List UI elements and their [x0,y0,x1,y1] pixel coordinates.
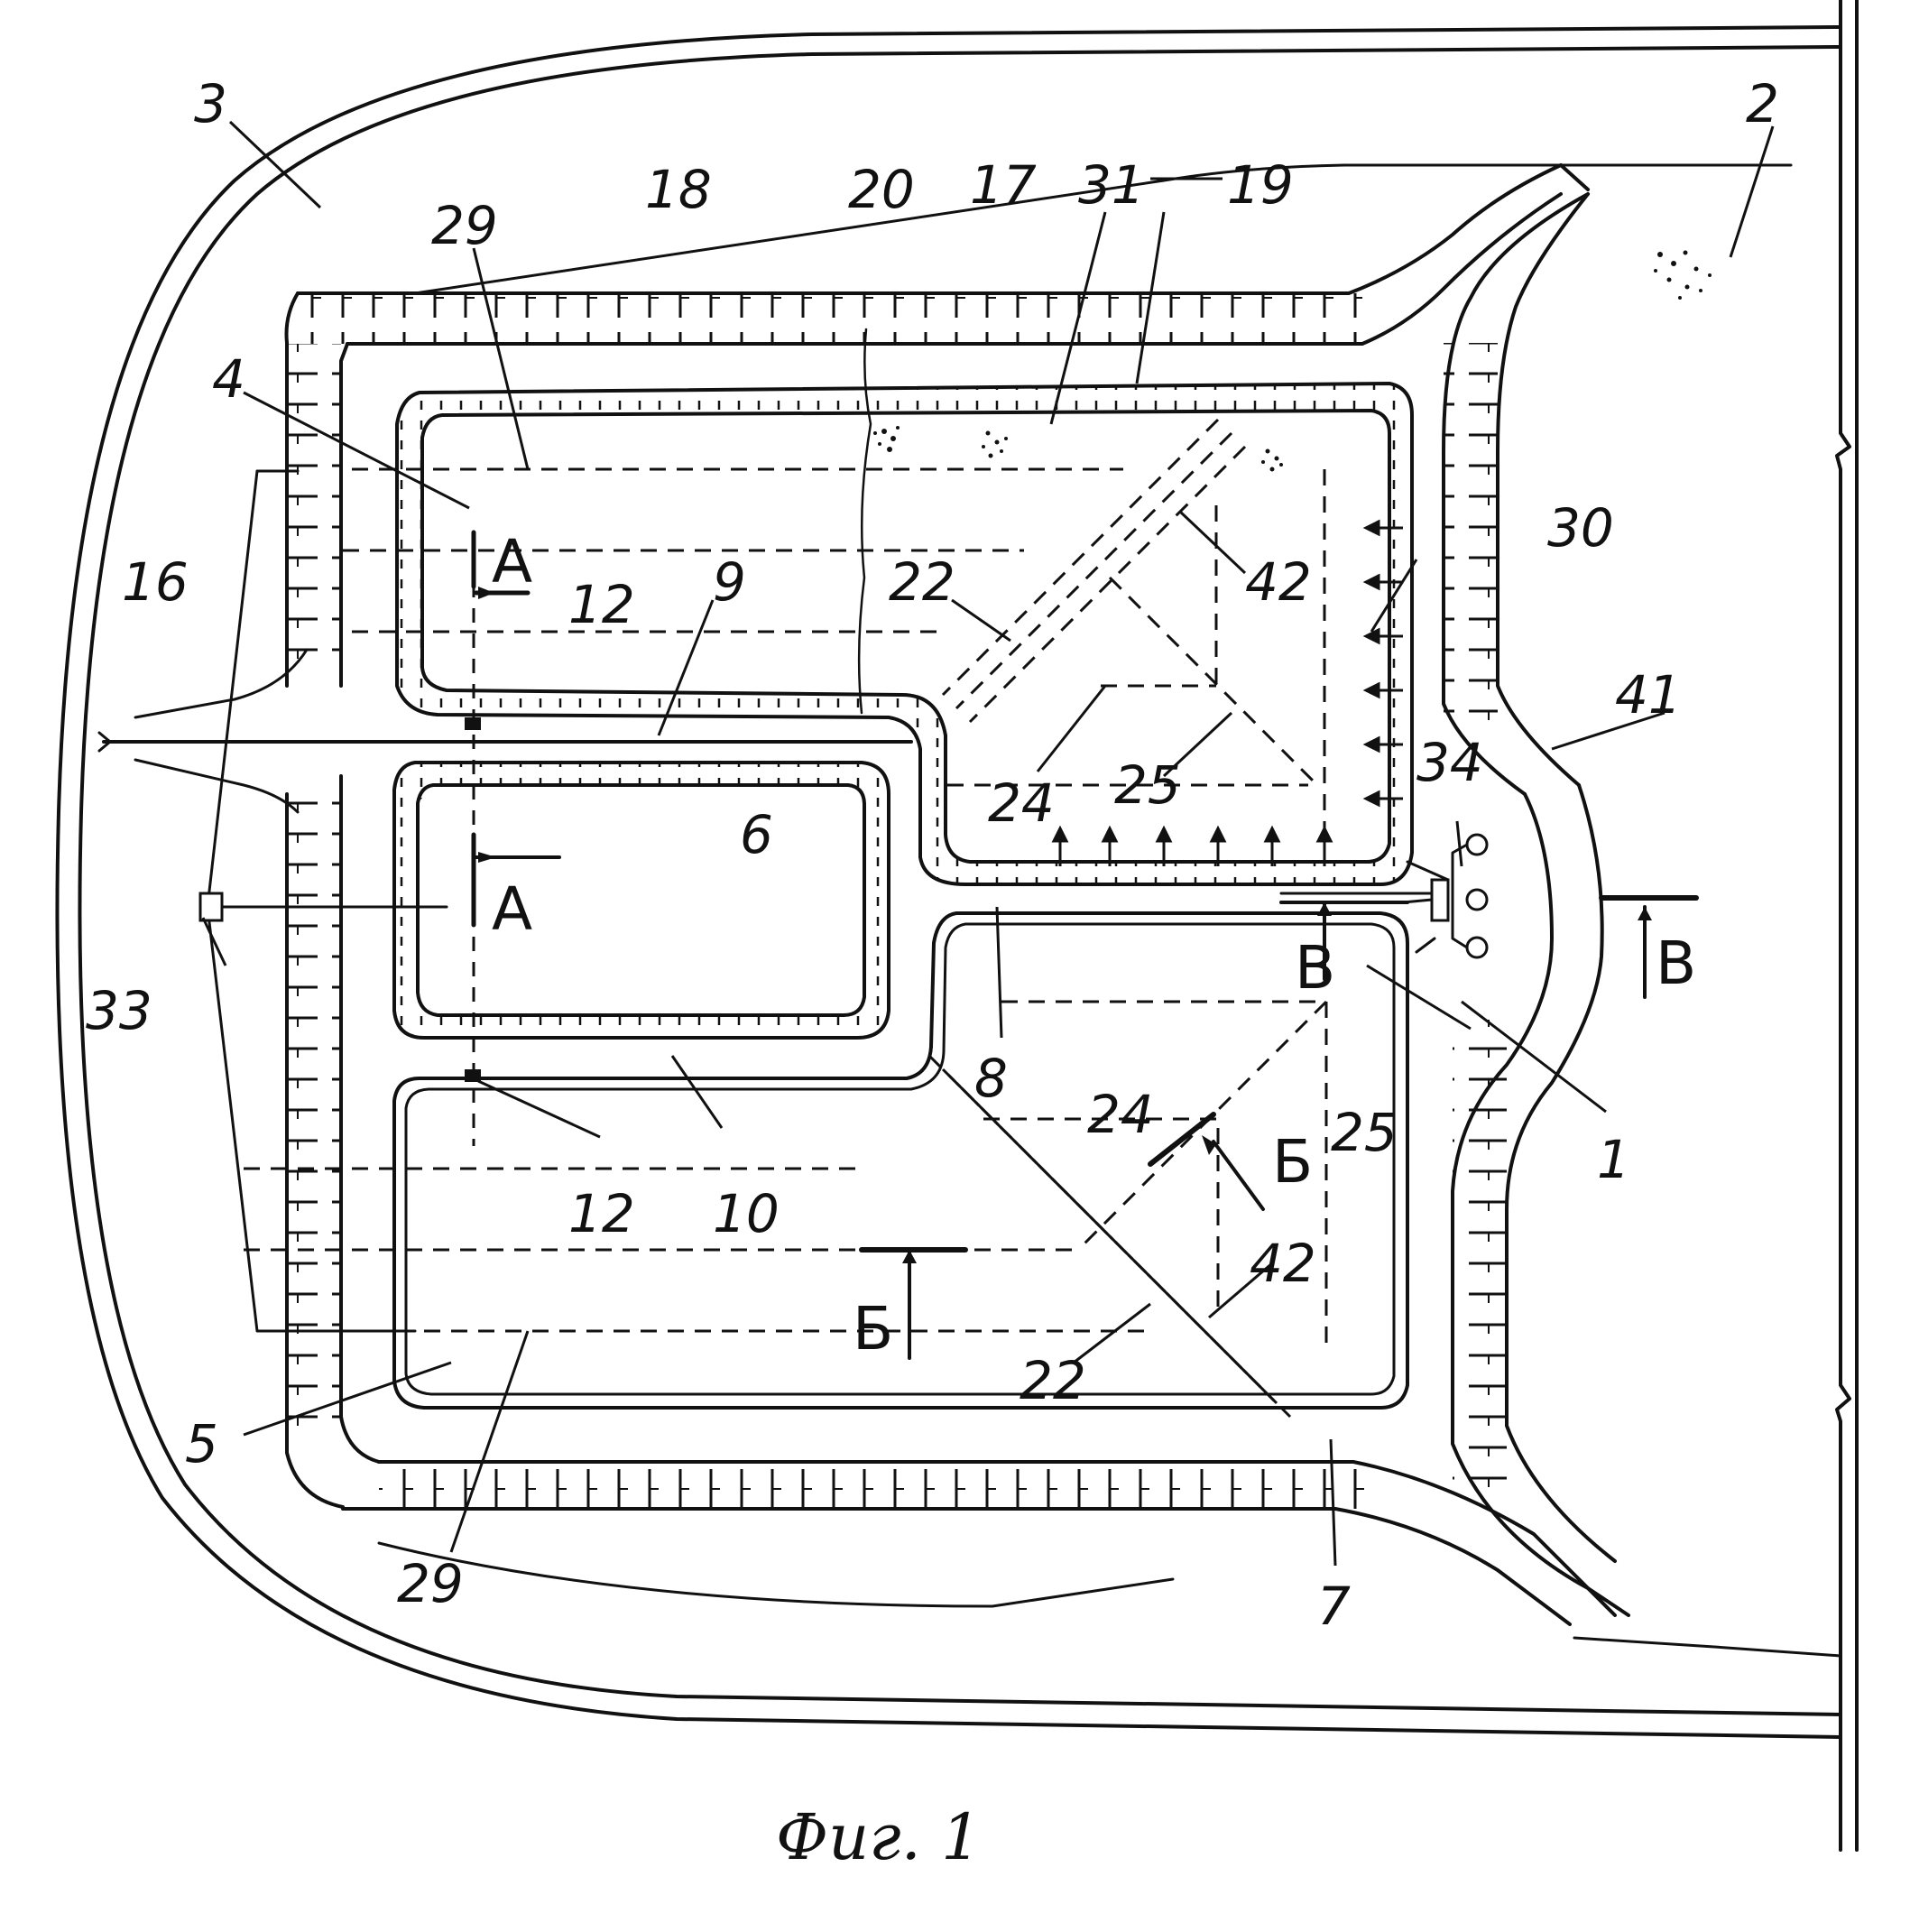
label-5: 5 [185,1413,218,1474]
section-b-bottom: Б [853,1294,893,1363]
cell-6 [394,763,889,1038]
label-29-top: 29 [431,195,498,256]
well-20 [873,426,900,452]
label-29-bottom: 29 [397,1553,464,1614]
label-8: 8 [974,1048,1008,1109]
central-dike-16 [99,733,911,751]
cell-5 [394,913,1407,1408]
label-25-top: 25 [1114,754,1181,816]
well-19 [1261,449,1283,472]
label-42-top: 42 [1245,551,1312,613]
label-6: 6 [740,804,773,865]
label-17: 17 [970,154,1037,216]
label-9: 9 [713,551,746,613]
label-3: 3 [194,73,227,134]
cell-4 [397,384,1412,884]
label-42-bottom: 42 [1250,1233,1316,1294]
label-16: 16 [122,551,189,613]
section-line-a [465,532,481,1146]
label-22-top: 22 [889,551,955,613]
label-41: 41 [1615,664,1682,726]
label-12-bottom: 12 [568,1183,635,1244]
section-b-top: Б [1272,1127,1313,1197]
label-18: 18 [645,159,712,220]
label-2: 2 [1746,73,1779,134]
label-24-bottom: 24 [1087,1084,1154,1145]
label-31: 31 [1078,154,1145,216]
label-33: 33 [86,980,152,1041]
label-4: 4 [212,348,245,410]
section-a-top: A [492,527,532,596]
inlet-arrows-30 [1054,522,1403,866]
label-10: 10 [713,1183,780,1244]
label-1: 1 [1597,1129,1630,1190]
label-12-top: 12 [568,574,635,635]
well-17 [982,431,1008,458]
label-20: 20 [848,159,915,220]
stipple-wells [873,251,1712,472]
label-25-bottom: 25 [1331,1102,1398,1163]
well-2 [1654,251,1712,300]
section-a-bottom: A [492,874,532,944]
section-v-right: В [1656,929,1696,998]
label-24-top: 24 [988,772,1055,834]
label-19: 19 [1227,154,1294,216]
section-v-left: В [1295,933,1335,1003]
section-letters: A A Б Б В В [492,527,1696,1363]
label-7: 7 [1317,1576,1351,1637]
label-22-bottom: 22 [1020,1350,1086,1411]
label-34: 34 [1416,732,1483,793]
label-30: 30 [1547,497,1614,559]
site-boundary-right [1837,0,1857,1850]
figure-caption: Фиг. 1 [776,1800,982,1874]
